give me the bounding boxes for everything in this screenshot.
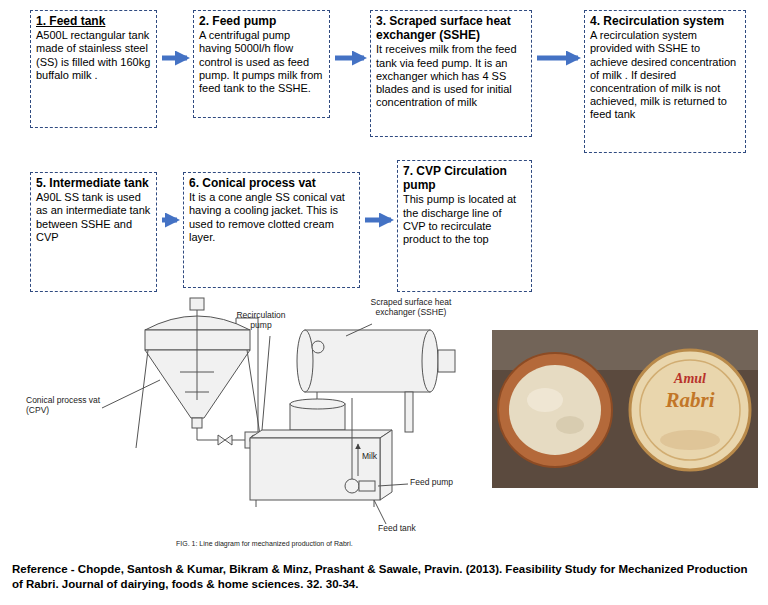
sshe-inlet [312, 341, 324, 353]
process-box: 6. Conical process vatIt is a cone angle… [183, 172, 360, 288]
leader-line [262, 336, 270, 430]
box-heading: 3. Scraped surface heat exchanger (SSHE) [376, 14, 526, 42]
valve-symbol [218, 435, 232, 445]
part-label: Conical process vat (CPV) [26, 396, 102, 416]
box-heading: 5. Intermediate tank [36, 176, 151, 190]
sshe-stand [405, 392, 413, 432]
flow-arrow [358, 444, 359, 476]
sshe-motor [438, 350, 455, 372]
process-box: 7. CVP Circulation pumpThis pump is loca… [397, 160, 532, 292]
clay-cup [498, 353, 612, 467]
vat-outlet [192, 418, 202, 428]
process-box: 3. Scraped surface heat exchanger (SSHE)… [370, 10, 532, 137]
pipe [232, 440, 245, 441]
box-heading: 1. Feed tank [36, 14, 151, 28]
reference-caption: Reference - Chopde, Santosh & Kumar, Bik… [12, 562, 760, 592]
process-box: 1. Feed tankA500L rectangular tank made … [30, 10, 157, 128]
brand-text: Amul [650, 371, 730, 387]
part-label: Feed tank [378, 524, 438, 534]
part-label: Scraped surface heat exchanger (SSHE) [350, 298, 472, 318]
flow-arrow [162, 218, 177, 223]
product-photo [492, 330, 758, 488]
stirrer-blade [180, 372, 214, 392]
box-heading: 4. Recirculation system [590, 14, 740, 28]
pump-motor [359, 481, 375, 491]
box-heading: 6. Conical process vat [189, 176, 354, 190]
feed-tank-side [380, 430, 392, 500]
leader-line [102, 380, 160, 408]
box-body: This pump is located at the discharge li… [403, 193, 526, 246]
cup-lid [630, 350, 750, 470]
part-label: FIG. 1: Line diagram for mechanized prod… [176, 540, 476, 548]
vat-leg [136, 350, 262, 448]
lid-ring [640, 360, 740, 460]
rabri-surface [509, 365, 601, 455]
box-body: It is a cone angle SS conical vat having… [189, 191, 354, 244]
sshe-body [305, 330, 430, 392]
lid-pattern [660, 430, 720, 450]
pipe [317, 392, 318, 399]
line-drawing [102, 298, 455, 524]
box-body: A500L rectangular tank made of stainless… [36, 29, 151, 82]
pipe [197, 428, 218, 440]
flow-arrow [162, 56, 187, 61]
leader-line [374, 500, 386, 524]
feed-tank [250, 438, 380, 500]
rabri-texture [556, 416, 584, 434]
recirculation-pipe [236, 318, 258, 432]
box-heading: 2. Feed pump [199, 14, 324, 28]
box-body: A recirculation system provided with SSH… [590, 29, 740, 121]
rabri-texture [527, 388, 563, 412]
leader-line [378, 484, 408, 486]
part-label: Milk [362, 452, 402, 462]
feed-pump [345, 479, 359, 493]
sshe-end [297, 330, 313, 392]
flow-arrow [365, 218, 391, 223]
box-heading: 7. CVP Circulation pump [403, 164, 526, 192]
photo-background [492, 330, 758, 488]
feed-tank-top [250, 430, 392, 438]
flow-arrow [537, 56, 578, 61]
stirrer-shaft [197, 310, 198, 400]
flow-arrow [335, 56, 364, 61]
process-box: 5. Intermediate tankA90L SS tank is used… [30, 172, 157, 292]
brand-text: Rabri [640, 388, 740, 412]
leader-line [346, 324, 372, 336]
tank-leg [256, 500, 374, 507]
process-box: 2. Feed pumpA centrifugal pump having 50… [193, 10, 330, 118]
part-label: Feed pump [410, 478, 470, 488]
milk-pipe [352, 398, 353, 479]
tank-top [290, 399, 345, 409]
box-body: It receives milk from the feed tank via … [376, 43, 526, 109]
box-body: A90L SS tank is used as an intermediate … [36, 191, 151, 244]
box-body: A centrifugal pump having 5000l/h flow c… [199, 29, 324, 95]
process-box: 4. Recirculation systemA recirculation s… [584, 10, 746, 153]
sshe-end [422, 330, 438, 392]
part-label: Recirculation pump [228, 311, 294, 331]
stirrer-motor [190, 298, 204, 310]
